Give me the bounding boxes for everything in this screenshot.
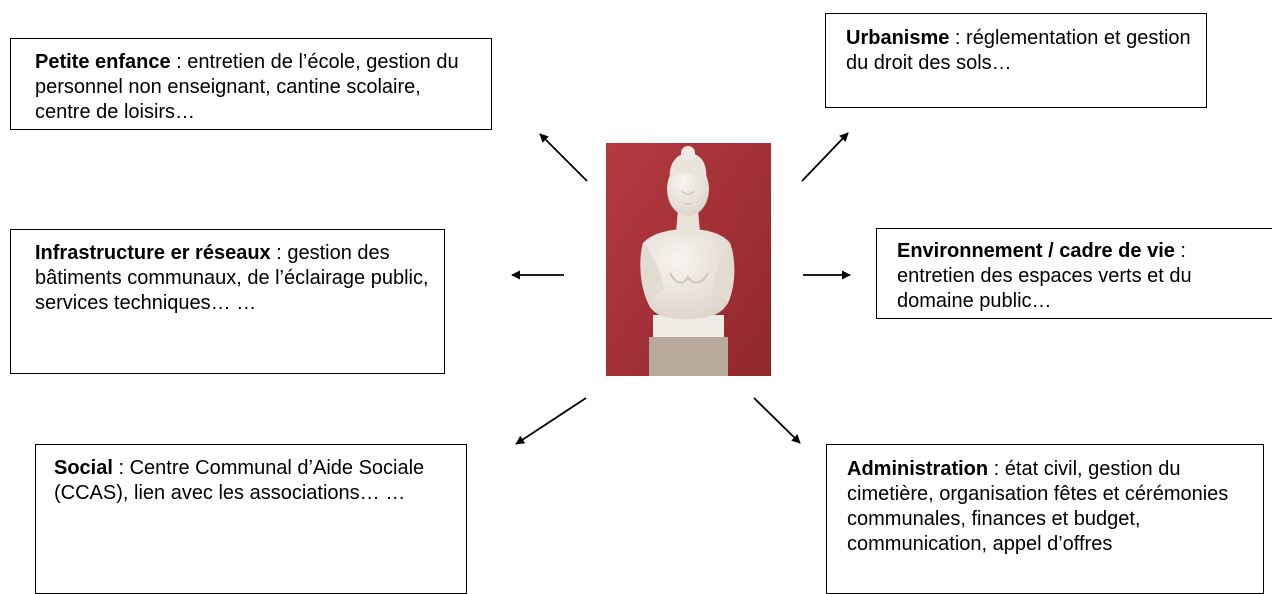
bust-neck <box>676 209 700 236</box>
bust-mouth <box>683 202 693 205</box>
box-social-text: : Centre Communal d’Aide Sociale (CCAS),… <box>54 457 425 504</box>
box-administration-title: Administration <box>847 458 989 480</box>
box-environnement-text: : entretien des espaces verts et du doma… <box>897 240 1192 312</box>
box-administration-text: : état civil, gestion du cimetière, orga… <box>847 458 1229 555</box>
box-environnement-title: Environnement / cadre de vie <box>897 240 1175 262</box>
bust-head <box>667 162 709 216</box>
box-administration-content: Administration : état civil, gestion du … <box>847 457 1251 557</box>
arrow-to-social <box>515 397 587 445</box>
box-environnement: Environnement / cadre de vie : entretien… <box>876 228 1272 319</box>
box-infrastructure-text: : gestion des bâtiments communaux, de l’… <box>35 242 429 314</box>
box-social-title: Social <box>54 457 113 479</box>
box-urbanisme: Urbanisme : réglementation et gestion du… <box>825 13 1207 108</box>
box-urbanisme-text: : réglementation et gestion du droit des… <box>846 27 1191 74</box>
bust-bonnet <box>669 153 707 179</box>
box-infrastructure: Infrastructure er réseaux : gestion des … <box>10 229 445 374</box>
box-petite-enfance-content: Petite enfance : entretien de l’école, g… <box>35 50 479 125</box>
bust-drapery-left <box>640 243 664 307</box>
pedestal-base <box>649 337 728 376</box>
bust-bun <box>681 146 695 160</box>
box-social-content: Social : Centre Communal d’Aide Sociale … <box>54 456 454 506</box>
box-administration: Administration : état civil, gestion du … <box>826 444 1264 594</box>
box-environnement-content: Environnement / cadre de vie : entretien… <box>897 239 1263 314</box>
box-petite-enfance-title: Petite enfance <box>35 51 171 73</box>
box-petite-enfance: Petite enfance : entretien de l’école, g… <box>10 38 492 130</box>
arrow-to-urbanisme <box>801 132 849 182</box>
pedestal-top <box>653 315 724 337</box>
arrow-to-administration <box>753 397 801 444</box>
bust-torso <box>640 229 735 319</box>
bust-drapery-right <box>712 243 735 303</box>
box-urbanisme-content: Urbanisme : réglementation et gestion du… <box>846 26 1194 76</box>
box-infrastructure-content: Infrastructure er réseaux : gestion des … <box>35 241 432 316</box>
arrow-to-petite-enfance <box>539 133 588 182</box>
bust-chest-shade <box>669 272 709 284</box>
box-infrastructure-title: Infrastructure er réseaux <box>35 242 271 264</box>
bust-face-shade <box>681 190 695 195</box>
marianne-bust-photo <box>606 143 771 376</box>
box-urbanisme-title: Urbanisme <box>846 27 950 49</box>
box-petite-enfance-text: : entretien de l’école, gestion du perso… <box>35 51 459 123</box>
box-social: Social : Centre Communal d’Aide Sociale … <box>35 444 467 594</box>
